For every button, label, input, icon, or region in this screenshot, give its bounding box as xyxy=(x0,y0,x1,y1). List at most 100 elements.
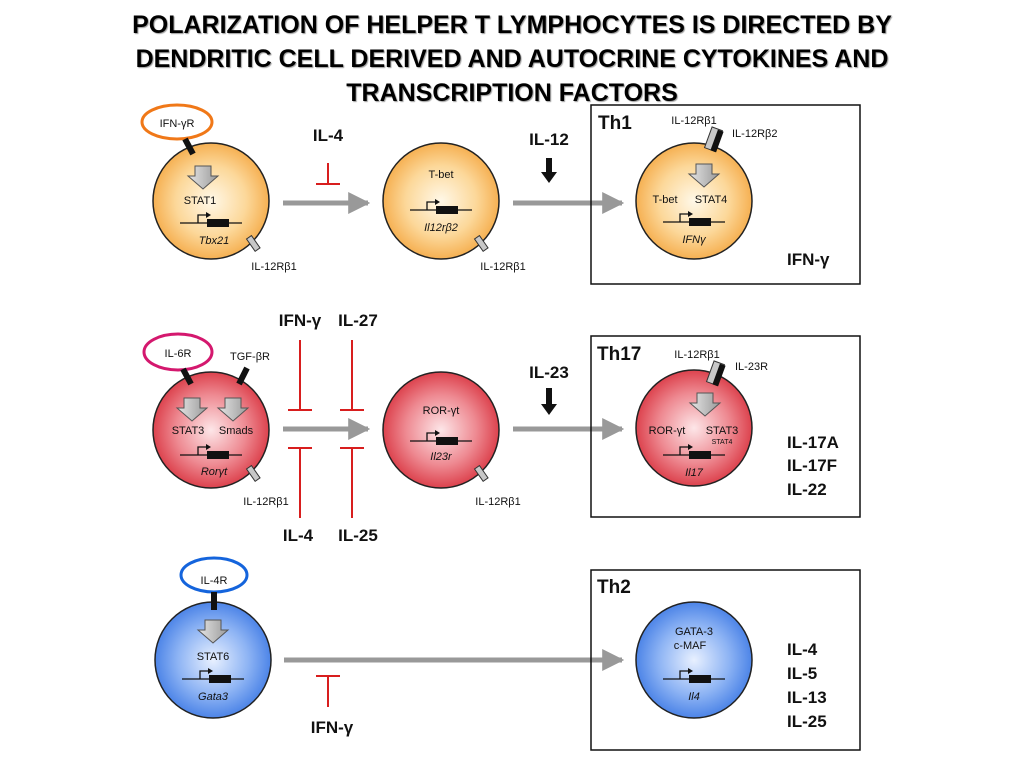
th17-stat3-signal-arrow xyxy=(688,392,722,417)
ifng-gene-icon xyxy=(663,211,725,226)
cmaf-tf-label: c-MAF xyxy=(674,640,707,652)
il4-gene-icon xyxy=(663,668,725,683)
stat3-label: STAT3 xyxy=(172,425,205,437)
th17-row: IL-6R TGF-βR STAT3 Smads Rorγt IL-12Rβ1 … xyxy=(142,311,861,545)
th2-cytokine-4: IL-25 xyxy=(787,712,827,731)
il6r-label: IL-6R xyxy=(165,348,192,360)
th1-row: IFN-γR STAT1 Tbx21 IL-12Rβ1 IL-4 T-bet I… xyxy=(140,103,861,285)
ifng-inhibitor-symbol-th17 xyxy=(288,340,312,411)
il6r-receptor-stalk xyxy=(180,367,194,386)
th17-effector-cell xyxy=(635,369,753,487)
smads-label: Smads xyxy=(219,425,254,437)
il23r-gene-label: Il23r xyxy=(430,451,453,463)
stat6-signal-arrow xyxy=(196,619,230,644)
gata3-tf-label: GATA-3 xyxy=(675,626,713,638)
th1-precursor-cell xyxy=(152,142,270,260)
th17-stat4-label: STAT4 xyxy=(712,439,733,446)
title-line-1: POLARIZATION OF HELPER T LYMPHOCYTES IS … xyxy=(132,11,892,39)
stat3-signal-arrow xyxy=(175,397,209,422)
stat1-signal-arrow xyxy=(186,165,220,190)
tbx21-gene-icon xyxy=(180,212,242,227)
il12r-heterodimer-th1-b xyxy=(710,129,724,153)
th1-il12rb1-label: IL-12Rβ1 xyxy=(671,115,716,127)
th1-cytokine-1: IFN-γ xyxy=(787,250,830,269)
th17-stat3-label: STAT3 xyxy=(706,425,739,437)
smads-signal-arrow xyxy=(216,397,250,422)
il23r-heterodimer-b xyxy=(712,363,726,387)
ifngr-highlight-ellipse xyxy=(140,103,214,141)
th17-il23r-label: IL-23R xyxy=(735,361,768,373)
il12rb1-receptor-1 xyxy=(245,234,261,252)
il25-inhibitor-label: IL-25 xyxy=(338,526,378,545)
il12rb1-label-3: IL-12Rβ1 xyxy=(243,496,288,508)
slide-title: POLARIZATION OF HELPER T LYMPHOCYTES IS … xyxy=(0,8,1024,110)
il12rb1-label-4: IL-12Rβ1 xyxy=(475,496,520,508)
stat1-label: STAT1 xyxy=(184,195,217,207)
il12rb1-receptor-2 xyxy=(473,234,489,252)
gata3-gene-label: Gata3 xyxy=(198,691,229,703)
il12rb1-label-2: IL-12Rβ1 xyxy=(480,261,525,273)
il23-driver-label: IL-23 xyxy=(529,363,569,382)
ifngr-receptor-stalk xyxy=(182,137,196,156)
rorgt-gene-label: Rorγt xyxy=(201,466,228,478)
ifngr-label: IFN-γR xyxy=(160,118,195,130)
il12rb1-receptor-3 xyxy=(245,464,261,482)
il23r-gene-icon xyxy=(410,430,472,445)
il4r-label: IL-4R xyxy=(201,575,228,587)
th17-box xyxy=(590,335,861,518)
il23-driver-arrow xyxy=(541,388,557,415)
stat6-label: STAT6 xyxy=(197,651,230,663)
il12rb1-receptor-4 xyxy=(473,464,489,482)
tbx21-gene-label: Tbx21 xyxy=(199,235,230,247)
title-line-2: DENDRITIC CELL DERIVED AND AUTOCRINE CYT… xyxy=(135,45,889,73)
th1-intermediate-cell xyxy=(382,142,500,260)
il4-gene-label: Il4 xyxy=(688,691,700,703)
il27-inhibitor-label: IL-27 xyxy=(338,311,378,330)
th2-row: IL-4R STAT6 Gata3 IFN-γ Th2 GATA-3 c-MAF… xyxy=(154,556,861,751)
th17-box-label: Th17 xyxy=(597,344,641,365)
il12rb1-label-1: IL-12Rβ1 xyxy=(251,261,296,273)
stat4-signal-arrow xyxy=(687,163,721,188)
il17-gene-label: Il17 xyxy=(685,467,704,479)
th17-cytokine-1: IL-17A xyxy=(787,433,839,452)
tgfbr-receptor-stalk xyxy=(236,366,250,386)
th1-box xyxy=(590,104,861,285)
th2-cytokine-1: IL-4 xyxy=(787,640,818,659)
rorgt-gene-icon xyxy=(180,444,242,459)
ifng-inhibitor-label-th2: IFN-γ xyxy=(311,718,354,737)
ifng-gene-label: IFNγ xyxy=(682,234,707,246)
th1-effector-cell xyxy=(635,142,753,260)
th2-effector-cell xyxy=(635,601,753,719)
il4-inhibitor-label-th17: IL-4 xyxy=(283,526,314,545)
il27-inhibitor-symbol xyxy=(340,340,364,411)
th1-il12rb2-label: IL-12Rβ2 xyxy=(732,128,777,140)
th17-cytokine-3: IL-22 xyxy=(787,480,827,499)
il12-driver-arrow xyxy=(541,158,557,183)
th17-cytokine-2: IL-17F xyxy=(787,456,837,475)
th17-rorgt-label: ROR-γt xyxy=(649,425,686,437)
th17-il12rb1-label: IL-12Rβ1 xyxy=(674,349,719,361)
tbet-label: T-bet xyxy=(428,169,453,181)
th1-stat4-label: STAT4 xyxy=(695,194,728,206)
th2-box-label: Th2 xyxy=(597,577,631,598)
ifng-inhibitor-symbol-th2 xyxy=(316,675,340,707)
il17-gene-icon xyxy=(663,444,725,459)
tgfbr-label: TGF-βR xyxy=(230,351,270,363)
th1-tbet-label: T-bet xyxy=(652,194,677,206)
il12rb2-gene-label: Il12rβ2 xyxy=(424,222,458,234)
th2-cytokine-3: IL-13 xyxy=(787,688,827,707)
rorgt-label: ROR-γt xyxy=(423,405,460,417)
il4-inhibitor-symbol-th17 xyxy=(288,447,312,518)
il25-inhibitor-symbol xyxy=(340,447,364,518)
il12-driver-label: IL-12 xyxy=(529,130,569,149)
il4-inhibitor-label-th1: IL-4 xyxy=(313,126,344,145)
ifng-inhibitor-label-th17: IFN-γ xyxy=(279,311,322,330)
title-line-3: TRANSCRIPTION FACTORS xyxy=(346,79,678,107)
th17-intermediate-cell xyxy=(382,371,500,489)
th2-cytokine-2: IL-5 xyxy=(787,664,817,683)
il4-inhibitor-symbol-th1 xyxy=(316,163,340,185)
th1-box-label: Th1 xyxy=(598,113,632,134)
th2-box xyxy=(590,569,861,751)
il6r-highlight-ellipse xyxy=(142,332,214,372)
